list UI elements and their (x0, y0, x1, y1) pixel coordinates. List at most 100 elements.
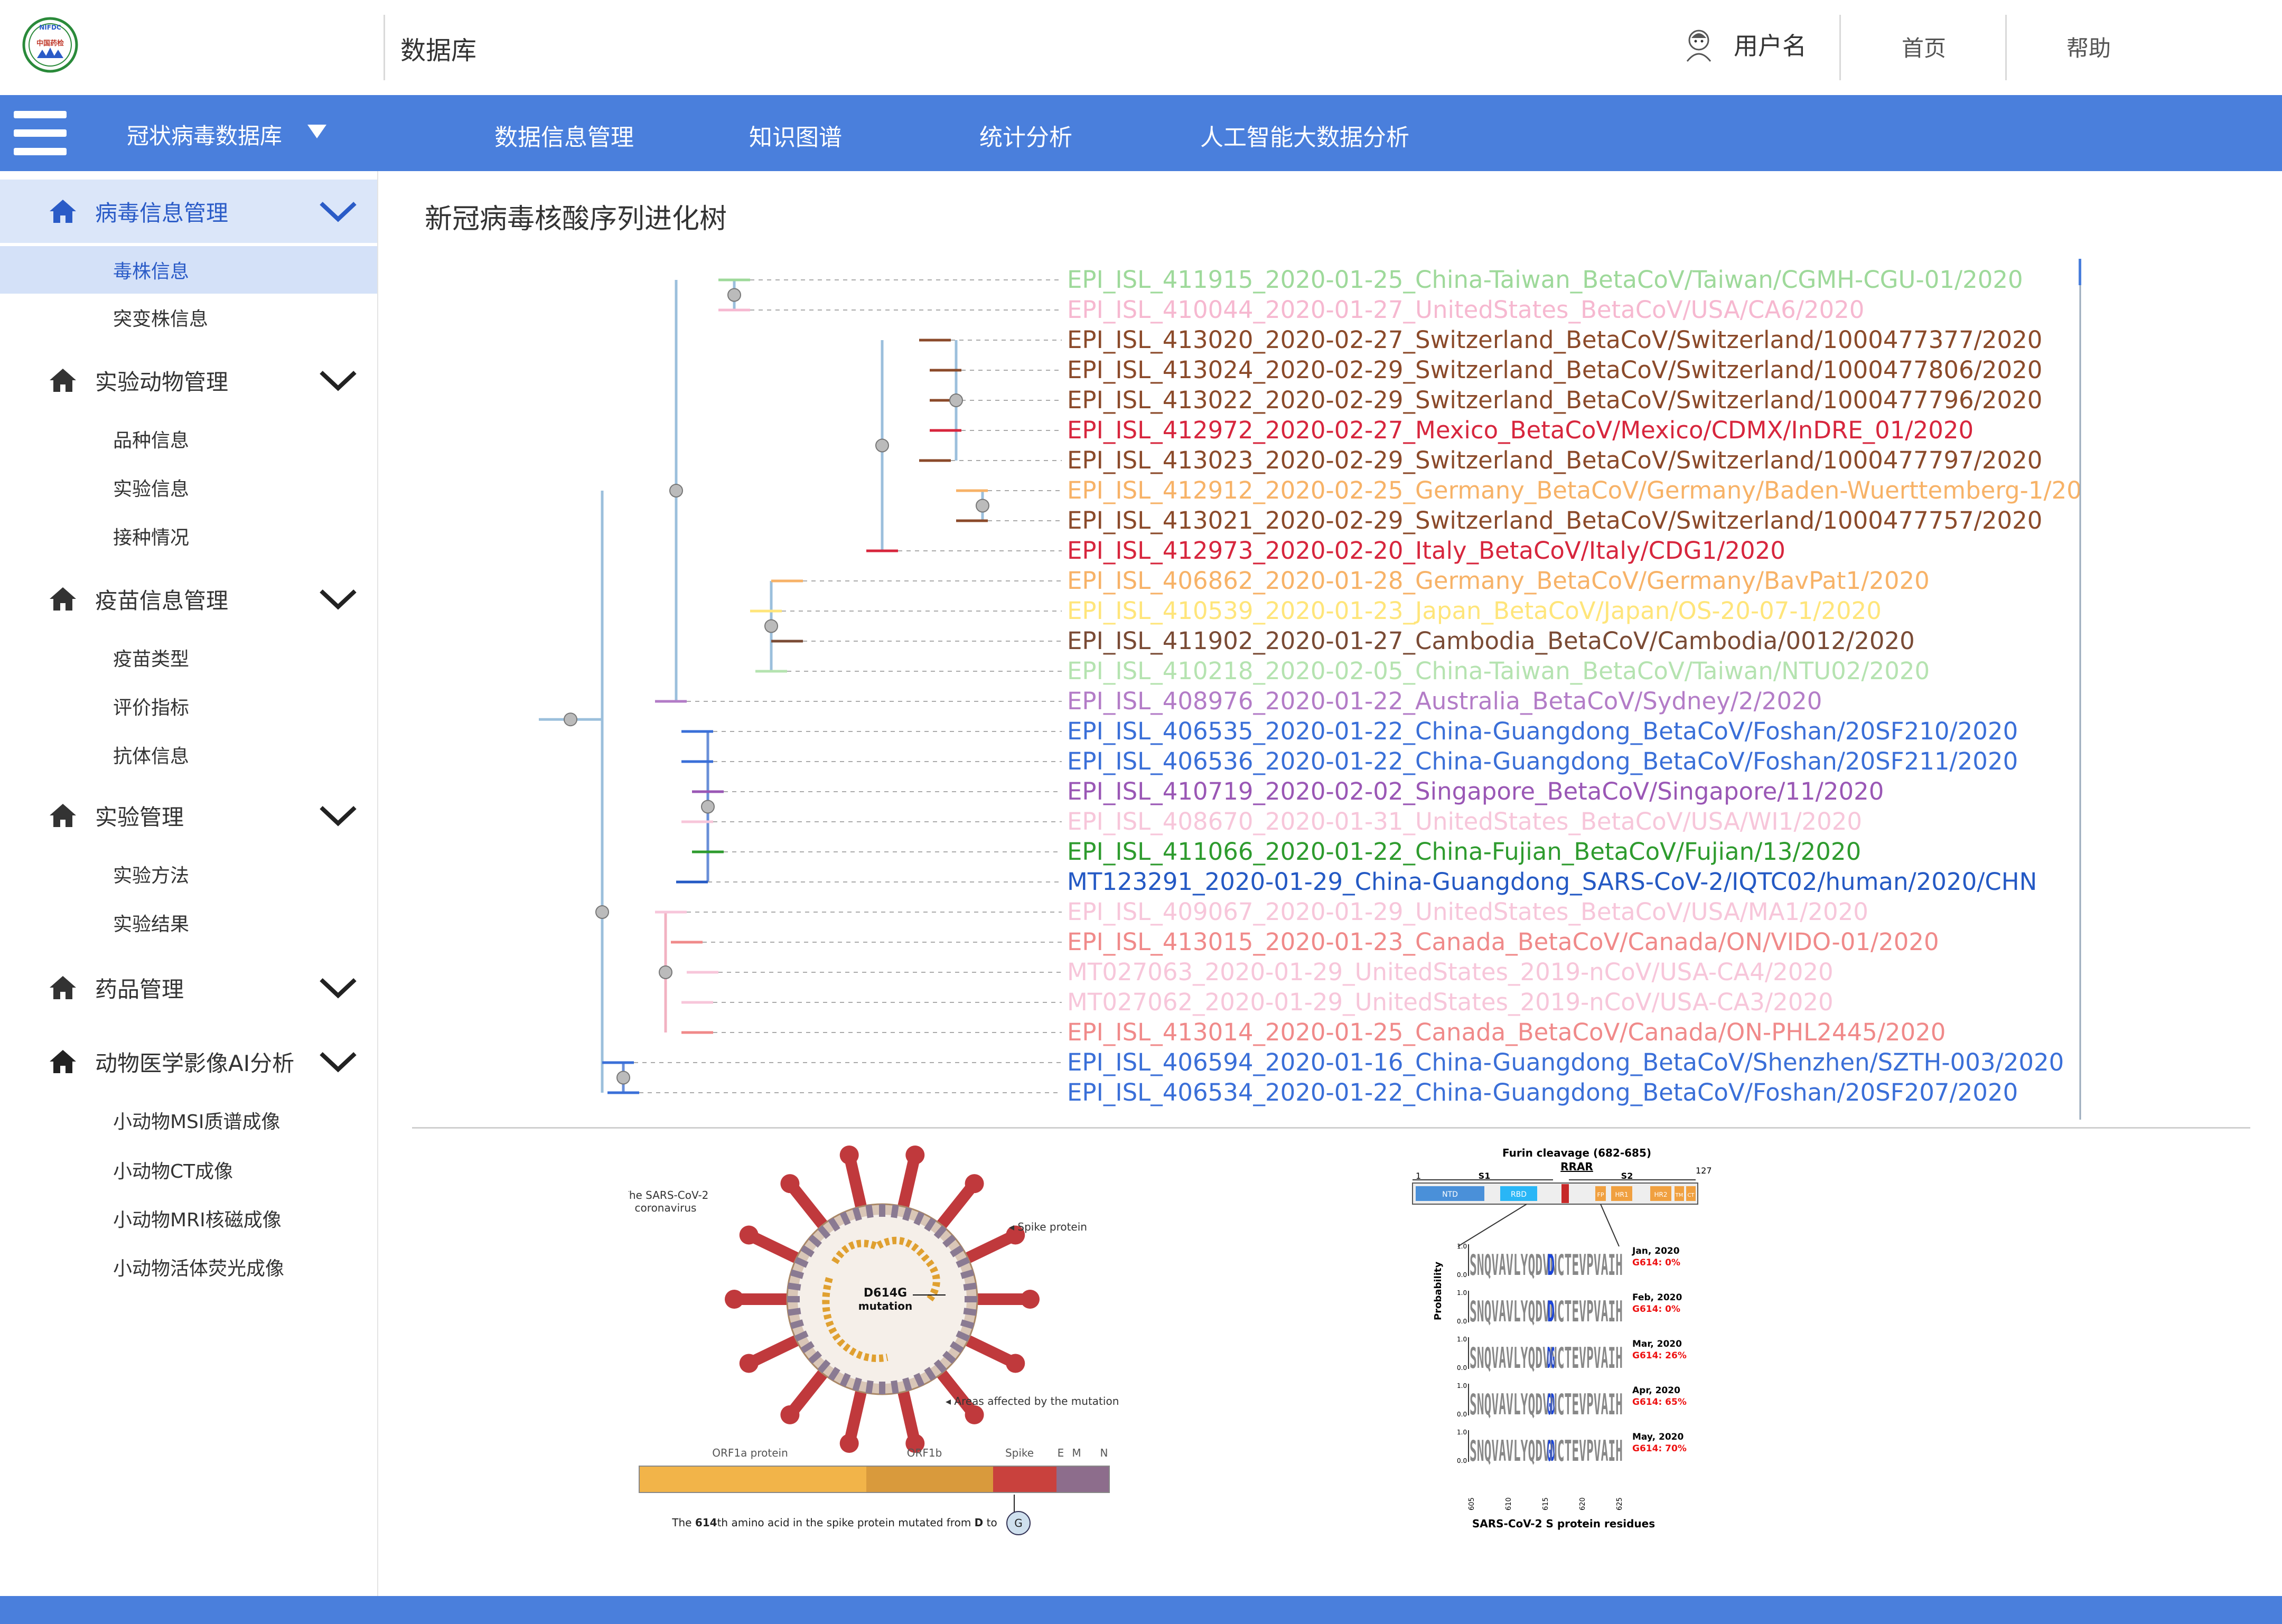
logo-x-tick: 625 (1616, 1497, 1624, 1510)
tree-leaf-label[interactable]: EPI_ISL_409067_2020-01-29_UnitedStates_B… (1067, 898, 1868, 926)
sidebar-item-inoculation[interactable]: 接种情况 (0, 512, 377, 560)
tab-ai-big-data[interactable]: 人工智能大数据分析 (1200, 124, 1409, 151)
app-title: 数据库 (400, 36, 477, 65)
sidebar-group-imaging-ai[interactable]: 动物医学影像AI分析 (0, 1030, 377, 1093)
svg-text:中国药检: 中国药检 (36, 39, 64, 48)
tree-leaf-label[interactable]: EPI_ISL_410719_2020-02-02_Singapore_Beta… (1067, 777, 1884, 805)
tree-leaf-label[interactable]: EPI_ISL_410044_2020-01-27_UnitedStates_B… (1067, 296, 1864, 324)
genome-orf1b (866, 1466, 993, 1492)
tree-leaf-label[interactable]: EPI_ISL_412912_2020-02-25_Germany_BetaCo… (1067, 476, 2081, 504)
sidebar-item-antibody-info[interactable]: 抗体信息 (0, 731, 377, 778)
sidebar-item-label: 小动物MSI质谱成像 (113, 1111, 280, 1133)
logo-month: Feb, 2020 (1632, 1292, 1682, 1303)
membrane-protein (942, 1234, 956, 1248)
tree-leaf-label[interactable]: EPI_ISL_411915_2020-01-25_China-Taiwan_B… (1067, 266, 2023, 294)
tree-leaf-labels: EPI_ISL_411915_2020-01-25_China-Taiwan_B… (1067, 266, 2081, 1106)
tree-leaf-label[interactable]: MT027063_2020-01-29_UnitedStates_2019-nC… (1067, 958, 1834, 986)
home-icon (50, 587, 76, 611)
tree-leaf-label[interactable]: EPI_ISL_413021_2020-02-29_Switzerland_Be… (1067, 506, 2042, 534)
tree-leaf-label[interactable]: EPI_ISL_406862_2020-01-28_Germany_BetaCo… (1067, 567, 1930, 595)
header-divider (2005, 15, 2007, 80)
chevron-down-icon[interactable] (317, 802, 359, 829)
membrane-protein (902, 1207, 912, 1222)
menu-toggle-icon[interactable] (14, 111, 67, 155)
chevron-down-icon[interactable] (317, 1048, 359, 1075)
user-avatar-icon (1686, 30, 1712, 62)
tree-leaf-label[interactable]: EPI_ISL_413015_2020-01-23_Canada_BetaCoV… (1067, 928, 1939, 956)
home-link[interactable]: 首页 (1902, 35, 1947, 61)
sidebar-item-experiment-info[interactable]: 实验信息 (0, 464, 377, 511)
nifdc-logo[interactable]: NIFDC 中国药检 (21, 16, 79, 74)
tree-leaf-label[interactable]: EPI_ISL_406594_2020-01-16_China-Guangdon… (1067, 1048, 2064, 1076)
svg-text:0.0: 0.0 (1457, 1271, 1467, 1279)
tree-leaf-label[interactable]: EPI_ISL_412972_2020-02-27_Mexico_BetaCoV… (1067, 416, 1974, 444)
header-divider (1839, 15, 1841, 80)
tab-knowledge-graph[interactable]: 知识图谱 (749, 124, 842, 151)
tree-leaf-label[interactable]: EPI_ISL_408670_2020-01-31_UnitedStates_B… (1067, 808, 1862, 836)
sidebar-item-fluorescence-imaging[interactable]: 小动物活体荧光成像 (0, 1243, 377, 1291)
sidebar-item-breed-info[interactable]: 品种信息 (0, 415, 377, 463)
tree-leaf-label[interactable]: EPI_ISL_410218_2020-02-05_China-Taiwan_B… (1067, 657, 1930, 685)
tree-leaf-label[interactable]: EPI_ISL_413022_2020-02-29_Switzerland_Be… (1067, 386, 2042, 414)
tree-leaf-label[interactable]: EPI_ISL_413014_2020-01-25_Canada_BetaCoV… (1067, 1018, 1946, 1046)
chevron-down-icon[interactable] (317, 586, 359, 612)
tab-data-management[interactable]: 数据信息管理 (494, 118, 634, 175)
membrane-protein (852, 1207, 862, 1222)
sidebar-group-vaccine-info[interactable]: 疫苗信息管理 (0, 567, 377, 631)
sidebar-item-vaccine-type[interactable]: 疫苗类型 (0, 634, 377, 681)
tree-leaf-label[interactable]: EPI_ISL_413024_2020-02-29_Switzerland_Be… (1067, 356, 2042, 384)
sidebar-item-label: 评价指标 (113, 697, 190, 719)
sidebar-item-strain-info[interactable]: 毒株信息 (0, 246, 377, 294)
database-selector[interactable]: 冠状病毒数据库 (127, 118, 327, 151)
user-menu[interactable]: 用户名 (1680, 25, 1807, 63)
tree-leaf-label[interactable]: EPI_ISL_406534_2020-01-22_China-Guangdon… (1067, 1078, 2018, 1106)
tree-leaf-label[interactable]: EPI_ISL_413020_2020-02-27_Switzerland_Be… (1067, 326, 2042, 354)
spike-proteins (725, 1146, 1040, 1453)
membrane-protein (956, 1330, 970, 1342)
sidebar-item-msi-imaging[interactable]: 小动物MSI质谱成像 (0, 1096, 377, 1144)
svg-text:0.0: 0.0 (1457, 1457, 1467, 1465)
tree-leaf-label[interactable]: EPI_ISL_413023_2020-02-29_Switzerland_Be… (1067, 446, 2042, 474)
membrane-protein (865, 1380, 874, 1394)
membrane-protein (794, 1330, 809, 1342)
sidebar-group-label: 动物医学影像AI分析 (95, 1050, 295, 1076)
sidebar-group-virus-info[interactable]: 病毒信息管理 (0, 180, 377, 243)
home-icon (50, 804, 76, 827)
home-icon (50, 976, 76, 999)
tab-statistics[interactable]: 统计分析 (979, 124, 1072, 151)
genome-orf1a (639, 1466, 866, 1492)
sidebar-group-label: 实验动物管理 (95, 369, 229, 395)
membrane-protein (808, 1234, 822, 1248)
sidebar-item-mutant-info[interactable]: 突变株信息 (0, 294, 377, 341)
svg-text:HR1: HR1 (1615, 1191, 1629, 1198)
chevron-down-icon[interactable] (317, 198, 359, 224)
svg-text:SARS-CoV-2 S protein residues: SARS-CoV-2 S protein residues (1472, 1517, 1655, 1530)
tree-leaf-label[interactable]: EPI_ISL_412973_2020-02-20_Italy_BetaCoV/… (1067, 537, 1785, 565)
sidebar-item-ct-imaging[interactable]: 小动物CT成像 (0, 1146, 377, 1194)
tree-leaf-label[interactable]: EPI_ISL_411902_2020-01-27_Cambodia_BetaC… (1067, 627, 1915, 655)
sidebar-group-experiment-mgmt[interactable]: 实验管理 (0, 784, 377, 847)
tree-leaf-label[interactable]: EPI_ISL_408976_2020-01-22_Australia_Beta… (1067, 687, 1822, 715)
tree-leaf-label[interactable]: MT123291_2020-01-29_China-Guangdong_SARS… (1067, 868, 2037, 896)
sidebar-group-lab-animals[interactable]: 实验动物管理 (0, 349, 377, 412)
help-link[interactable]: 帮助 (2066, 35, 2111, 61)
sidebar-item-label: 抗体信息 (113, 746, 190, 767)
sidebar-group-drug-mgmt[interactable]: 药品管理 (0, 956, 377, 1019)
tree-leaf-label[interactable]: MT027062_2020-01-29_UnitedStates_2019-nC… (1067, 988, 1834, 1016)
chevron-down-icon[interactable] (317, 367, 359, 393)
sidebar-item-evaluation-index[interactable]: 评价指标 (0, 682, 377, 730)
tree-leaf-label[interactable]: EPI_ISL_406536_2020-01-22_China-Guangdon… (1067, 747, 2018, 775)
tree-branches (539, 278, 1062, 1094)
tree-leaf-label[interactable]: EPI_ISL_411066_2020-01-22_China-Fujian_B… (1067, 838, 1861, 866)
sidebar-item-experiment-result[interactable]: 实验结果 (0, 899, 377, 946)
sidebar-item-experiment-method[interactable]: 实验方法 (0, 850, 377, 898)
chevron-down-icon[interactable] (317, 974, 359, 1001)
tree-leaf-label[interactable]: EPI_ISL_410539_2020-01-23_Japan_BetaCoV/… (1067, 597, 1882, 625)
svg-text:CT: CT (1687, 1193, 1695, 1198)
sidebar-item-mri-imaging[interactable]: 小动物MRI核磁成像 (0, 1195, 377, 1242)
genome-label: ORF1b (907, 1447, 942, 1459)
footer-bar (0, 1596, 2282, 1624)
tree-leaf-label[interactable]: EPI_ISL_406535_2020-01-22_China-Guangdon… (1067, 717, 2018, 745)
